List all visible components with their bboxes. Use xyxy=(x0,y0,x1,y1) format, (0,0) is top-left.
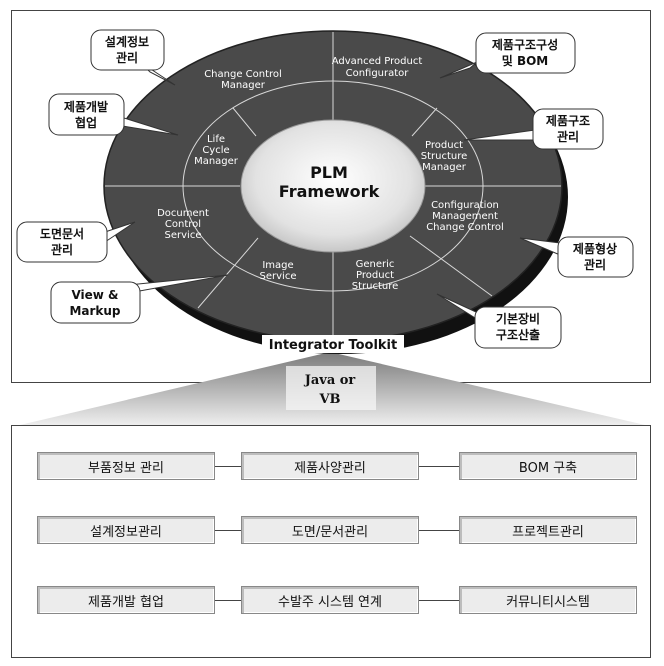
svg-text:Manager: Manager xyxy=(422,162,467,173)
svg-text:도면문서: 도면문서 xyxy=(40,226,84,241)
module-community-system: 커뮤니티시스템 xyxy=(459,586,637,614)
module-parts-info: 부품정보 관리 xyxy=(37,452,215,480)
svg-text:관리: 관리 xyxy=(584,257,606,272)
module-drawing-docs: 도면/문서관리 xyxy=(241,516,419,544)
svg-text:및 BOM: 및 BOM xyxy=(502,53,549,68)
module-order-system-link: 수발주 시스템 연계 xyxy=(241,586,419,614)
segment-document-control-service: Document Control Service xyxy=(157,208,209,241)
svg-text:Change Control: Change Control xyxy=(204,69,282,80)
svg-text:제품구조: 제품구조 xyxy=(546,114,590,128)
callout-design-info: 설계정보 관리 xyxy=(90,29,165,71)
segment-advanced-product-configurator: Advanced Product Configurator xyxy=(332,56,423,79)
svg-text:Service: Service xyxy=(165,230,202,241)
svg-text:Change Control: Change Control xyxy=(426,222,504,233)
center-title-line1: PLM xyxy=(310,163,348,182)
callout-product-config-mgmt: 제품형상 관리 xyxy=(557,236,634,278)
module-design-info: 설계정보관리 xyxy=(37,516,215,544)
module-connector xyxy=(419,600,460,601)
module-connector xyxy=(215,530,241,531)
svg-text:제품형상: 제품형상 xyxy=(573,241,617,256)
svg-text:구조산출: 구조산출 xyxy=(496,327,540,342)
segment-configuration-management: Configuration Management Change Control xyxy=(426,200,504,233)
svg-text:Product: Product xyxy=(425,140,463,151)
svg-text:Control: Control xyxy=(165,219,201,230)
svg-text:View &: View & xyxy=(71,288,118,302)
svg-text:기본장비: 기본장비 xyxy=(496,311,540,326)
svg-text:Product: Product xyxy=(356,270,394,281)
callout-product-dev-collab: 제품개발 협업 xyxy=(48,93,125,136)
svg-text:Service: Service xyxy=(260,271,297,282)
svg-text:Generic: Generic xyxy=(356,259,395,270)
module-product-spec: 제품사양관리 xyxy=(241,452,419,480)
module-bom-build: BOM 구축 xyxy=(459,452,637,480)
module-connector xyxy=(419,466,460,467)
svg-text:Structure: Structure xyxy=(421,151,468,162)
svg-text:Configuration: Configuration xyxy=(431,200,499,211)
callout-view-markup: View & Markup xyxy=(50,281,141,324)
svg-text:Document: Document xyxy=(157,208,209,219)
ring-dividers xyxy=(105,32,561,341)
svg-text:Life: Life xyxy=(207,134,225,145)
svg-text:Manager: Manager xyxy=(194,156,239,167)
svg-text:Cycle: Cycle xyxy=(202,145,229,156)
svg-text:협업: 협업 xyxy=(75,115,97,130)
svg-text:Markup: Markup xyxy=(69,304,120,318)
segment-change-control-manager: Change Control Manager xyxy=(204,69,282,91)
segment-life-cycle-manager: Life Cycle Manager xyxy=(194,134,239,167)
module-project-mgmt: 프로젝트관리 xyxy=(459,516,637,544)
svg-text:관리: 관리 xyxy=(557,129,579,144)
svg-text:관리: 관리 xyxy=(51,242,73,257)
svg-text:제품구조구성: 제품구조구성 xyxy=(492,38,558,52)
callout-drawing-doc-mgmt: 도면문서 관리 xyxy=(16,221,108,263)
java-or-label: Java or xyxy=(304,373,356,388)
svg-text:설계정보: 설계정보 xyxy=(105,34,149,49)
segment-product-structure-manager: Product Structure Manager xyxy=(421,140,468,173)
segment-generic-product-structure: Generic Product Structure xyxy=(352,259,399,292)
integrator-toolkit-label: Integrator Toolkit xyxy=(269,338,397,353)
segment-image-service: Image Service xyxy=(260,260,297,282)
module-connector xyxy=(215,466,241,467)
center-title-line2: Framework xyxy=(279,182,380,201)
callout-basic-equipment: 기본장비 구조산출 xyxy=(474,306,562,349)
svg-text:Structure: Structure xyxy=(352,281,399,292)
svg-text:관리: 관리 xyxy=(116,50,138,65)
module-product-dev-collab: 제품개발 협업 xyxy=(37,586,215,614)
plm-framework-center xyxy=(240,119,426,253)
svg-text:Advanced Product: Advanced Product xyxy=(332,56,423,67)
svg-text:Management: Management xyxy=(432,211,498,222)
callout-product-structure-mgmt: 제품구조 관리 xyxy=(532,108,604,150)
svg-text:Manager: Manager xyxy=(221,80,266,91)
module-connector xyxy=(215,600,241,601)
svg-text:Configurator: Configurator xyxy=(346,68,410,79)
svg-text:Image: Image xyxy=(262,260,293,271)
svg-text:제품개발: 제품개발 xyxy=(64,99,108,114)
vb-label: VB xyxy=(318,392,340,407)
callout-product-structure-config: 제품구조구성 및 BOM xyxy=(475,32,576,74)
module-connector xyxy=(419,530,460,531)
